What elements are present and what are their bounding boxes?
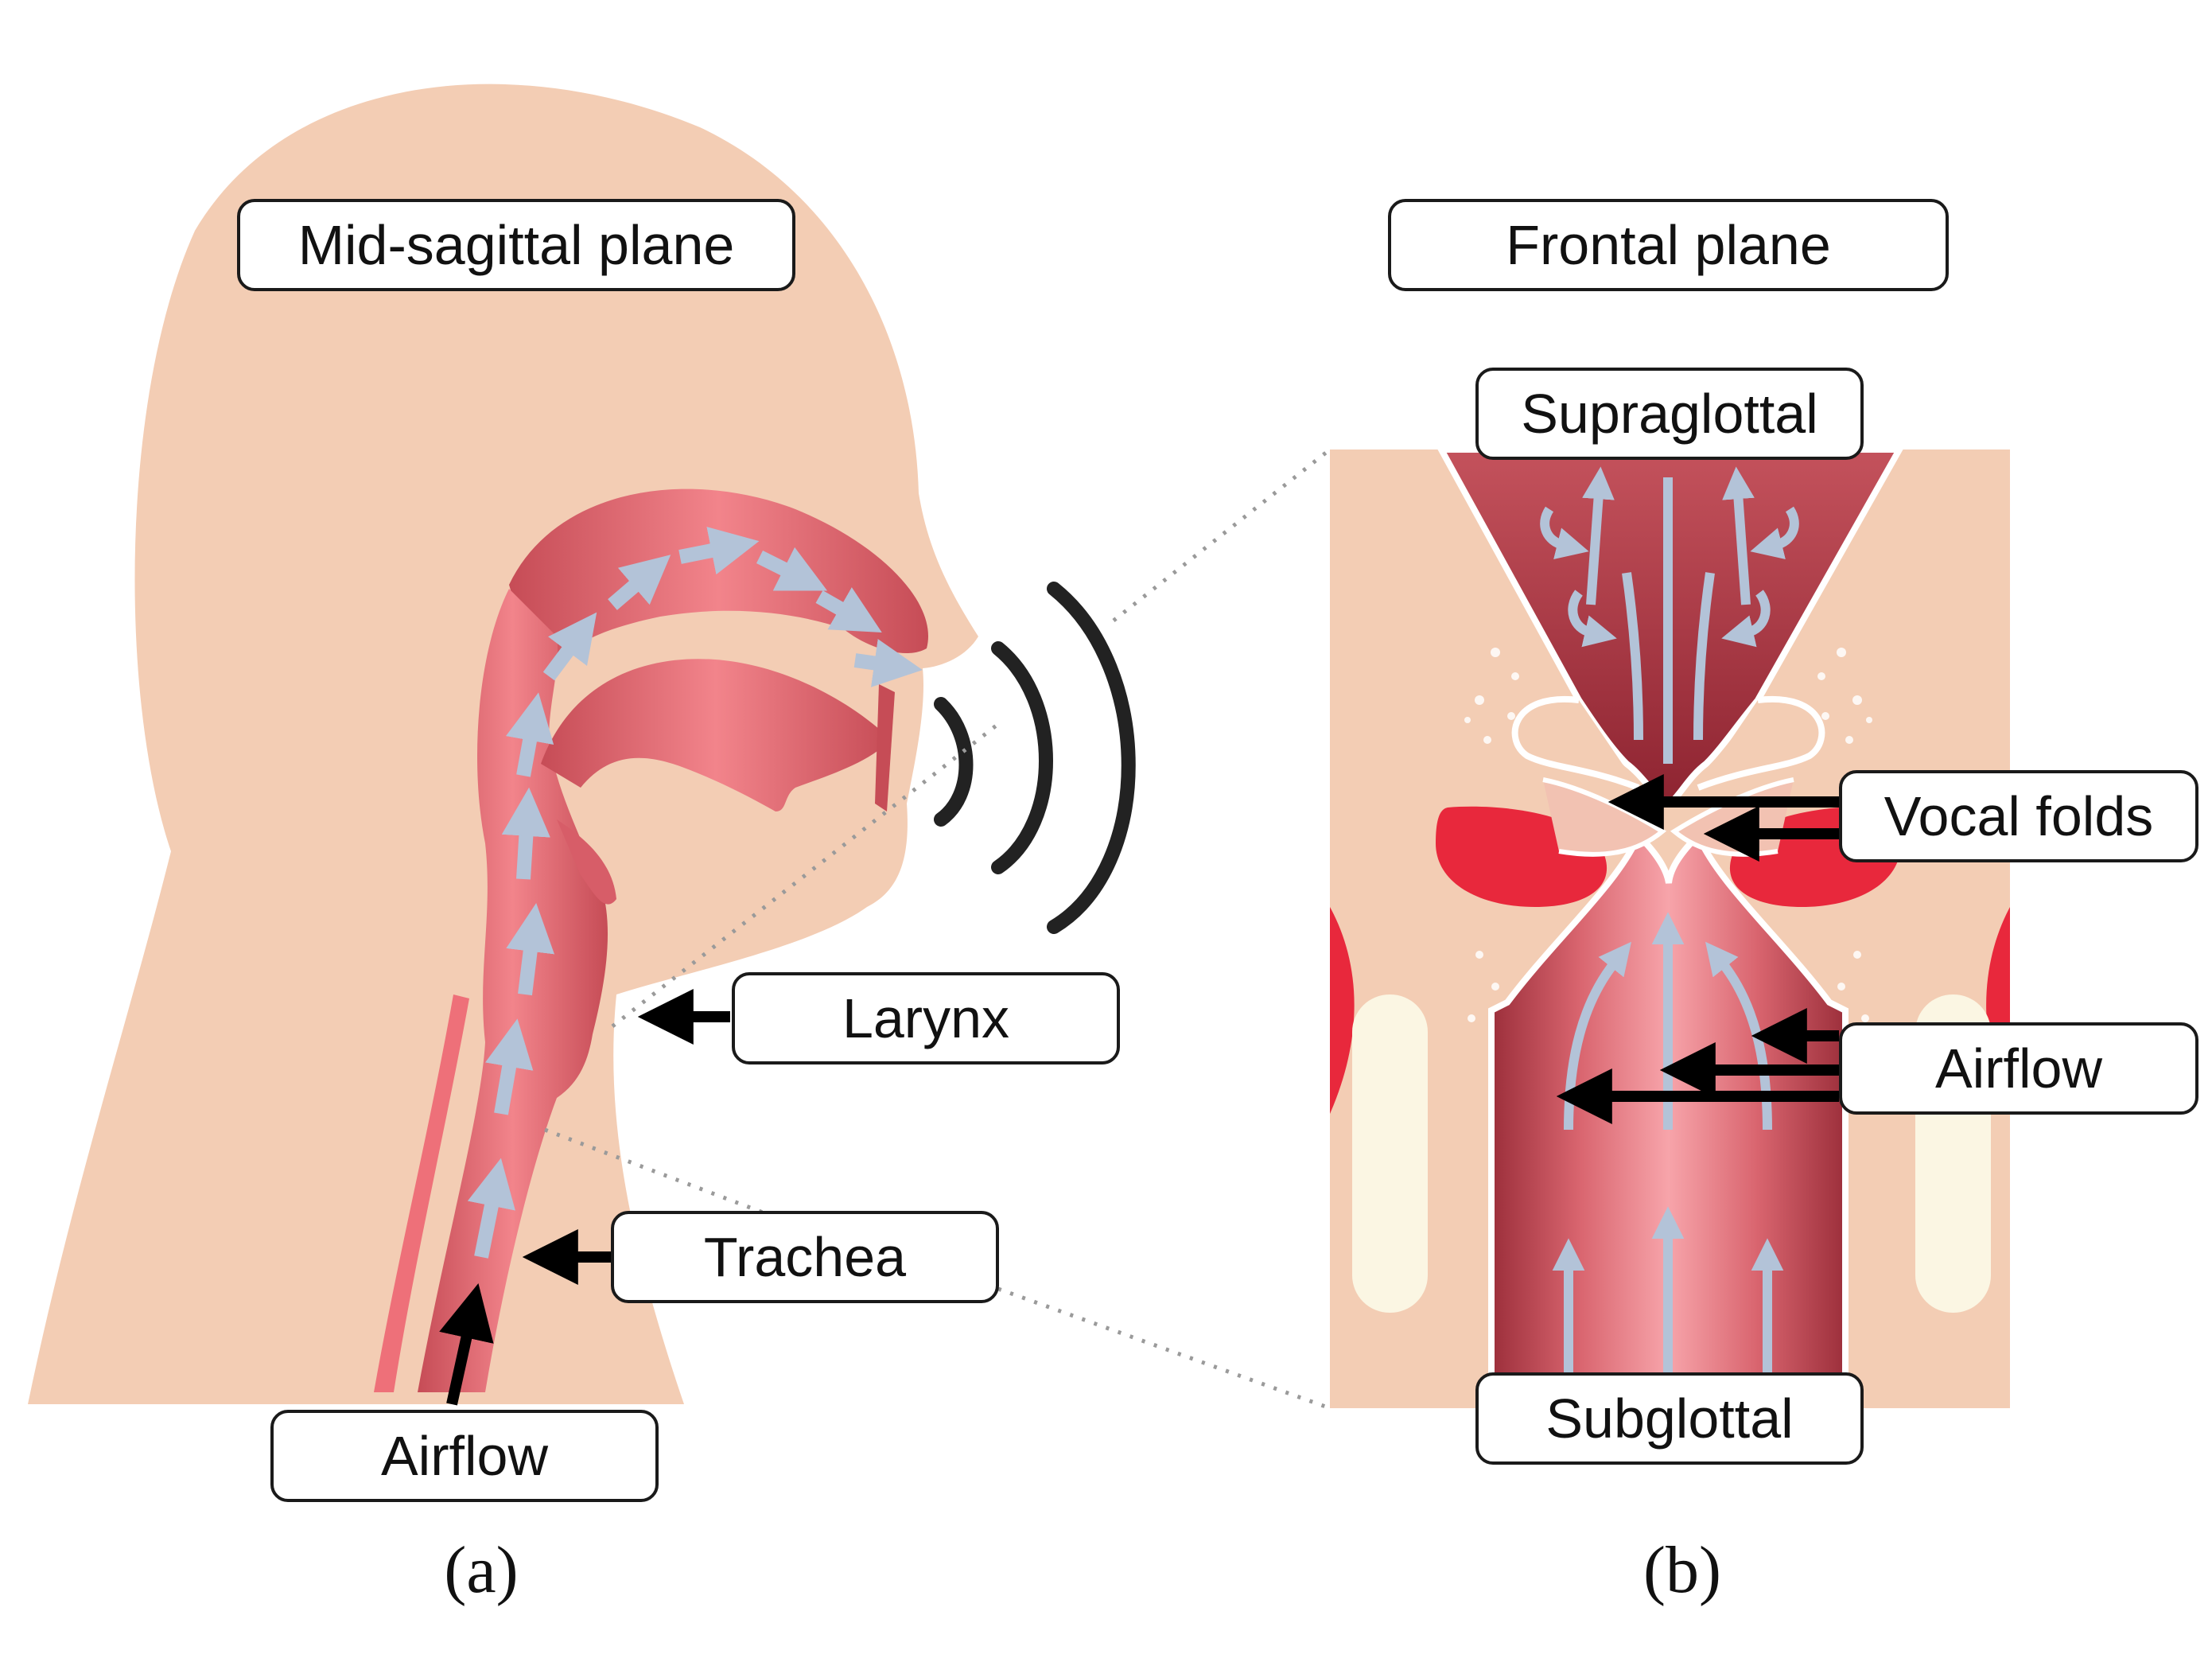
airflow-label-a: Airflow — [270, 1410, 659, 1502]
sound-waves — [934, 582, 1136, 934]
vocal-tract — [374, 488, 929, 1392]
subglottal-label: Subglottal — [1475, 1372, 1864, 1465]
caption-b: (b) — [1643, 1533, 1721, 1607]
caption-a: (a) — [444, 1533, 519, 1607]
supraglottal-label: Supraglottal — [1475, 368, 1864, 460]
mid-sagittal-plane-label: Mid-sagittal plane — [237, 199, 795, 291]
pointer-arrows-b — [1556, 774, 1839, 1124]
frontal-panel — [1330, 450, 2010, 1408]
tract-airflow-arrows — [467, 527, 923, 1259]
pointer-arrows-a — [439, 989, 730, 1406]
larynx-label: Larynx — [732, 972, 1120, 1064]
vocal-folds-label: Vocal folds — [1839, 770, 2198, 862]
airflow-label-b: Airflow — [1839, 1022, 2198, 1115]
trachea-label: Trachea — [611, 1211, 999, 1303]
zoom-lines — [544, 448, 1331, 1411]
frontal-plane-label: Frontal plane — [1388, 199, 1949, 291]
